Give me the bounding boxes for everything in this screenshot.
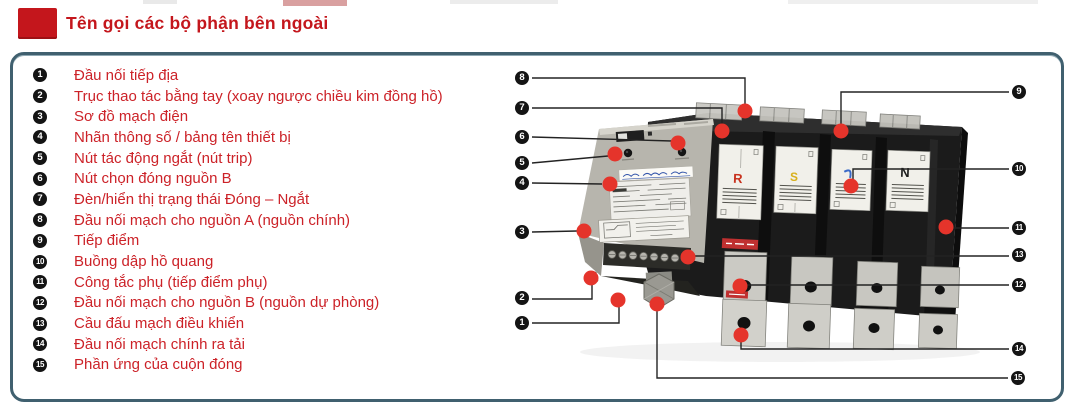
arc-chute-covers: R S N: [716, 143, 931, 221]
legend-item: 5 Nút tác động ngắt (nút trip): [33, 148, 513, 169]
callout-badge-2: 2: [515, 291, 529, 305]
circuit-diagram: [598, 215, 690, 243]
legend-label: Nút tác động ngắt (nút trip): [74, 149, 253, 167]
legend-label: Nhãn thông số / bảng tên thiết bị: [74, 128, 291, 146]
pole-letter-r: R: [733, 171, 744, 186]
legend-badge-7: 7: [33, 192, 47, 207]
pole-letter-n: N: [900, 165, 910, 180]
top-terminals: [695, 102, 921, 130]
cropped-text-remnant: [450, 0, 558, 4]
legend-label: Nút chọn đóng nguồn B: [74, 170, 232, 188]
callout-badge-11: 11: [1012, 221, 1026, 235]
legend-item: 12 Đầu nối mạch cho nguồn B (nguồn dự phò…: [33, 293, 513, 314]
legend-item: 11 Công tắc phụ (tiếp điểm phụ): [33, 272, 513, 293]
legend-label: Cầu đấu mạch điều khiển: [74, 315, 245, 333]
callout-lines: [531, 77, 1009, 379]
legend-badge-6: 6: [33, 171, 47, 186]
legend-label: Đèn/hiển thị trạng thái Đóng – Ngắt: [74, 190, 310, 208]
header: Tên gọi các bộ phận bên ngoài: [0, 0, 1080, 50]
legend-label: Đầu nối tiếp địa: [74, 66, 179, 84]
callout-badge-8: 8: [515, 71, 529, 85]
legend-label: Buồng dập hồ quang: [74, 253, 214, 271]
legend-label: Trục thao tác bằng tay (xoay ngược chiều…: [74, 87, 443, 105]
legend-badge-4: 4: [33, 130, 47, 145]
callout-badge-1: 1: [515, 316, 529, 330]
legend-item: 7 Đèn/hiển thị trạng thái Đóng – Ngắt: [33, 189, 513, 210]
page-title: Tên gọi các bộ phận bên ngoài: [66, 13, 329, 33]
cropped-text-remnant: [143, 0, 177, 4]
callout-badge-3: 3: [515, 225, 529, 239]
callout-badge-9: 9: [1012, 85, 1026, 99]
legend-item: 3 Sơ đồ mạch điện: [33, 106, 513, 127]
legend-badge-5: 5: [33, 151, 47, 166]
legend-label: Sơ đồ mạch điện: [74, 108, 189, 126]
legend-item: 13 Cầu đấu mạch điều khiển: [33, 313, 513, 334]
legend-item: 1 Đầu nối tiếp địa: [33, 65, 513, 86]
legend-label: Đầu nối mạch chính ra tải: [74, 335, 245, 353]
legend-badge-11: 11: [33, 275, 47, 290]
legend-label: Đầu nối mạch cho nguồn A (nguồn chính): [74, 211, 351, 229]
cropped-red-bar-remnant: [283, 0, 347, 6]
blue-wire-hook: [843, 169, 852, 179]
callout-badge-10: 10: [1012, 162, 1026, 176]
legend-badge-3: 3: [33, 109, 47, 124]
callout-badge-7: 7: [515, 101, 529, 115]
legend-item: 8 Đầu nối mạch cho nguồn A (nguồn chính): [33, 210, 513, 231]
callout-badge-4: 4: [515, 176, 529, 190]
callout-badge-14: 14: [1012, 342, 1026, 356]
legend-item: 6 Nút chọn đóng nguồn B: [33, 168, 513, 189]
legend-badge-14: 14: [33, 337, 47, 352]
legend-list: 1 Đầu nối tiếp địa 2 Trục thao tác bằng ta…: [33, 65, 513, 375]
legend-badge-12: 12: [33, 295, 47, 310]
callout-badge-15: 15: [1011, 371, 1025, 385]
legend-item: 2 Trục thao tác bằng tay (xoay ngược chiề…: [33, 86, 513, 107]
legend-label: Đầu nối mạch cho nguồn B (nguồn dự phòng…: [74, 294, 380, 312]
legend-badge-15: 15: [33, 357, 47, 372]
cropped-text-remnant: [788, 0, 1038, 4]
legend-label: Công tắc phụ (tiếp điểm phụ): [74, 273, 268, 291]
handwritten-label: [618, 165, 694, 182]
title-red-square-icon: [18, 8, 57, 39]
legend-label: Phần ứng của cuộn đóng: [74, 356, 243, 374]
legend-badge-1: 1: [33, 68, 47, 83]
nameplate: [608, 177, 692, 221]
callout-badge-6: 6: [515, 130, 529, 144]
pole-letter-s: S: [790, 170, 798, 184]
load-terminals: [720, 298, 958, 351]
legend-badge-9: 9: [33, 233, 47, 248]
legend-badge-13: 13: [33, 316, 47, 331]
legend-badge-10: 10: [33, 254, 47, 269]
legend-badge-2: 2: [33, 89, 47, 104]
legend-item: 15 Phần ứng của cuộn đóng: [33, 355, 513, 376]
trip-button: [621, 148, 635, 161]
legend-item: 10 Buồng dập hồ quang: [33, 251, 513, 272]
callout-badge-12: 12: [1012, 278, 1026, 292]
legend-item: 14 Đầu nối mạch chính ra tải: [33, 334, 513, 355]
legend-label: Tiếp điểm: [74, 232, 140, 250]
legend-badge-8: 8: [33, 213, 47, 228]
callout-badge-13: 13: [1012, 248, 1026, 262]
callout-badge-5: 5: [515, 156, 529, 170]
legend-item: 4 Nhãn thông số / bảng tên thiết bị: [33, 127, 513, 148]
legend-item: 9 Tiếp điểm: [33, 231, 513, 252]
callout-dots: [576, 103, 954, 343]
